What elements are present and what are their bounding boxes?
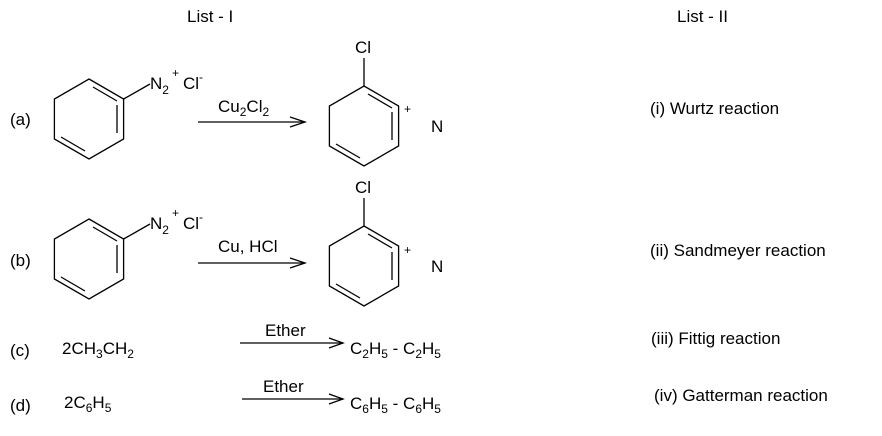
- arrow-head: [328, 337, 345, 349]
- reagent: Cu, HCl: [218, 237, 278, 256]
- reaction-label: (a): [10, 110, 31, 129]
- arrow-head: [289, 257, 308, 269]
- bond: [123, 83, 151, 100]
- benzene-ring: [53, 78, 125, 160]
- benzene-ring: [53, 218, 125, 300]
- diazonium-group: N2+Cl-: [150, 66, 203, 97]
- reagent: Ether: [263, 377, 304, 396]
- benzene-ring: [328, 225, 400, 307]
- list-2-item: (iv) Gatterman reaction: [654, 386, 828, 405]
- reaction-c: (c) 2CH3CH2 Ether C2H5 - C2H5: [10, 321, 441, 361]
- reaction-b: (b) N2+Cl- Cu, HCl Cl + N: [10, 178, 443, 307]
- list-1-title: List - I: [187, 7, 233, 26]
- reactant: 2CH3CH2: [62, 339, 134, 361]
- byproduct: N: [431, 257, 443, 276]
- plus-sign: +: [404, 102, 411, 116]
- reaction-label: (d): [10, 396, 31, 415]
- bond: [123, 223, 151, 240]
- reactant: 2C6H5: [64, 393, 112, 415]
- reaction-label: (c): [10, 341, 30, 360]
- diazonium-group: N2+Cl-: [150, 206, 203, 237]
- reagent: Cu2Cl2: [218, 97, 269, 119]
- chloro-substituent: Cl: [355, 38, 371, 57]
- plus-sign: +: [404, 243, 411, 257]
- reaction-a: (a) N2+Cl- Cu2Cl2 Cl + N: [10, 38, 443, 167]
- byproduct: N: [431, 117, 443, 136]
- list-2-item: (i) Wurtz reaction: [650, 99, 779, 118]
- reaction-d: (d) 2C6H5 Ether C6H5 - C6H5: [10, 377, 441, 416]
- arrow-head: [328, 393, 345, 405]
- reaction-label: (b): [10, 251, 31, 270]
- list-2-title: List - II: [677, 7, 728, 26]
- list-2-item: (ii) Sandmeyer reaction: [650, 241, 826, 260]
- benzene-ring: [328, 85, 400, 167]
- list-2-item: (iii) Fittig reaction: [651, 329, 780, 348]
- reagent: Ether: [265, 321, 306, 340]
- chloro-substituent: Cl: [355, 178, 371, 197]
- product: C2H5 - C2H5: [350, 339, 441, 361]
- product: C6H5 - C6H5: [350, 394, 441, 416]
- arrow-head: [289, 116, 308, 128]
